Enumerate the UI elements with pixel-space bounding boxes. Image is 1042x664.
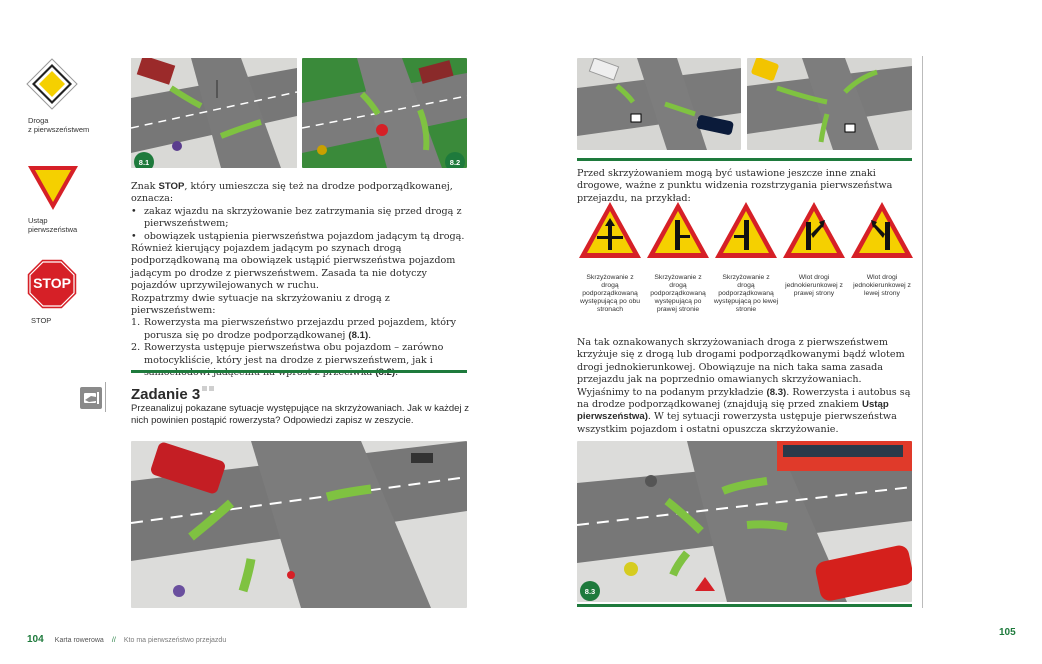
right-top-figure-left bbox=[577, 58, 741, 150]
task-divider bbox=[105, 382, 106, 412]
book-title: Karta rowerowa bbox=[54, 637, 104, 644]
numbered-item: 2.Rowerzysta ustępuje pierwszeństwa obu … bbox=[131, 342, 444, 378]
bullet-item: •obowiązek ustąpienia pierwszeństwa poja… bbox=[131, 230, 465, 242]
warning-sign-left-side bbox=[713, 200, 779, 264]
footer-separator: // bbox=[111, 637, 116, 644]
figure-badge: 8.3 bbox=[580, 581, 600, 601]
chapter-title: Kto ma pierwszeństwo przejazdu bbox=[123, 637, 227, 644]
warning-sign-caption: Skrzyżowanie z drogą podporządkowaną wys… bbox=[579, 274, 641, 313]
situations-intro: Rozpatrzmy dwie sytuacje na skrzyżowaniu… bbox=[131, 292, 390, 317]
warning-sign-caption: Skrzyżowanie z drogą podporządkowaną wys… bbox=[650, 274, 706, 313]
stop-intro: Znak STOP, który umieszcza się też na dr… bbox=[131, 181, 453, 205]
yield-sign bbox=[27, 165, 79, 215]
warning-sign-caption: Wlot drogi jednokierunkowej z prawej str… bbox=[785, 274, 843, 297]
yield-label: Ustąp pierwszeństwa bbox=[28, 216, 78, 234]
figure-badge: 8.1 bbox=[134, 152, 154, 168]
warning-sign-right-side bbox=[645, 200, 711, 264]
section-rule bbox=[131, 370, 467, 373]
warning-sign-oneway-right bbox=[781, 200, 847, 264]
page-number-left: 104 bbox=[27, 634, 44, 645]
task-illustration bbox=[131, 441, 467, 608]
numbered-item: 1.Rowerzysta ma pierwszeństwo przejazdu … bbox=[131, 317, 457, 341]
right-top-figure-right bbox=[747, 58, 912, 150]
task-hand-icon bbox=[80, 387, 102, 409]
warning-sign-caption: Skrzyżowanie z drogą podporządkowaną wys… bbox=[713, 274, 779, 313]
figure-8-2: 8.2 bbox=[302, 58, 467, 168]
warning-sign-both-sides bbox=[577, 200, 643, 264]
section-rule bbox=[577, 158, 912, 161]
stop-label: STOP bbox=[31, 316, 52, 325]
left-body-text: Znak STOP, który umieszcza się też na dr… bbox=[131, 181, 469, 380]
page-number-right: 105 bbox=[999, 627, 1016, 638]
figure-8-1: 8.1 bbox=[131, 58, 297, 168]
task-heading: Zadanie 3 bbox=[131, 384, 215, 403]
left-footer: 104 Karta rowerowa // Kto ma pierwszeńst… bbox=[27, 627, 226, 646]
warning-signs-row: Skrzyżowanie z drogą podporządkowaną wys… bbox=[577, 200, 917, 328]
section-rule bbox=[577, 604, 912, 607]
figure-8-3: 8.3 bbox=[577, 441, 912, 602]
warning-sign-oneway-left bbox=[849, 200, 915, 264]
page-edge-line bbox=[922, 56, 923, 608]
bullet-item: •zakaz wjazdu na skrzyżowanie bez zatrzy… bbox=[131, 205, 462, 230]
tram-paragraph: Również kierujący pojazdem jadącym po sz… bbox=[131, 243, 456, 292]
task-text: Przeanalizuj pokazane sytuacje występują… bbox=[131, 403, 469, 427]
priority-road-label: Droga z pierwszeństwem bbox=[28, 116, 90, 134]
priority-road-sign bbox=[26, 58, 78, 114]
right-intro-text: Przed skrzyżowaniem mogą być ustawione j… bbox=[577, 168, 893, 204]
figure-badge: 8.2 bbox=[445, 152, 465, 168]
warning-sign-caption: Wlot drogi jednokierunkowej z lewej stro… bbox=[853, 274, 911, 297]
right-body-text: Na tak oznakowanych skrzyżowaniach droga… bbox=[577, 337, 911, 435]
stop-sign-text: STOP bbox=[33, 275, 71, 291]
stop-sign: STOP bbox=[26, 258, 78, 314]
